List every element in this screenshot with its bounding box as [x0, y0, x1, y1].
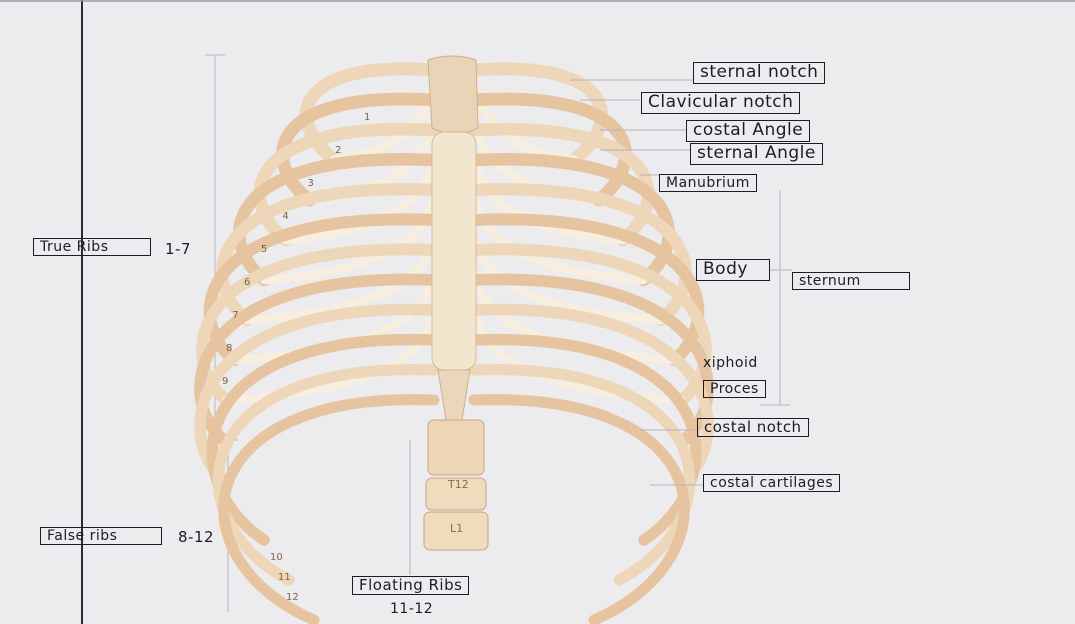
- sternum-bone: [428, 56, 478, 420]
- rib-number-10: 10: [270, 552, 283, 563]
- rib-number-5: 5: [261, 244, 267, 255]
- rib-number-2: 2: [335, 145, 341, 156]
- right-rib-12: [474, 400, 684, 620]
- label-true-ribs: True Ribs: [33, 238, 151, 256]
- xiphoid-bone: [438, 370, 470, 420]
- vertebra-label-l1: L1: [450, 522, 463, 535]
- label-false-ribs-range: 8-12: [178, 528, 214, 546]
- label-false-ribs: False ribs: [40, 527, 162, 545]
- label-sternum: sternum: [792, 272, 910, 290]
- rib-number-7: 7: [232, 310, 238, 321]
- rib-number-9: 9: [222, 376, 228, 387]
- label-clavicular-notch: Clavicular notch: [641, 92, 800, 114]
- label-costal-cartilages: costal cartilages: [703, 474, 840, 492]
- label-manubrium: Manubrium: [659, 174, 757, 192]
- label-body: Body: [696, 259, 770, 281]
- rib-number-11: 11: [278, 572, 291, 583]
- rib-number-1: 1: [364, 112, 370, 123]
- rib-number-4: 4: [282, 211, 288, 222]
- label-floating-ribs: Floating Ribs: [352, 576, 469, 595]
- label-sternal-angle: sternal Angle: [690, 143, 823, 165]
- label-sternal-notch: sternal notch: [693, 62, 825, 84]
- label-xiphoid-process: Proces: [703, 380, 766, 398]
- sternum-body-bone: [432, 132, 476, 370]
- manubrium-bone: [428, 56, 478, 134]
- rib-number-8: 8: [226, 343, 232, 354]
- label-xiphoid-line1: xiphoid: [703, 355, 758, 371]
- rib-number-3: 3: [307, 178, 313, 189]
- label-true-ribs-range: 1-7: [165, 240, 191, 258]
- rib-number-6: 6: [244, 277, 250, 288]
- rib-number-12: 12: [286, 592, 299, 603]
- vertebra-label-t12: T12: [447, 478, 469, 491]
- label-costal-notch: costal notch: [697, 418, 809, 437]
- label-floating-ribs-range: 11-12: [390, 601, 433, 617]
- label-costal-angle: costal Angle: [686, 120, 810, 142]
